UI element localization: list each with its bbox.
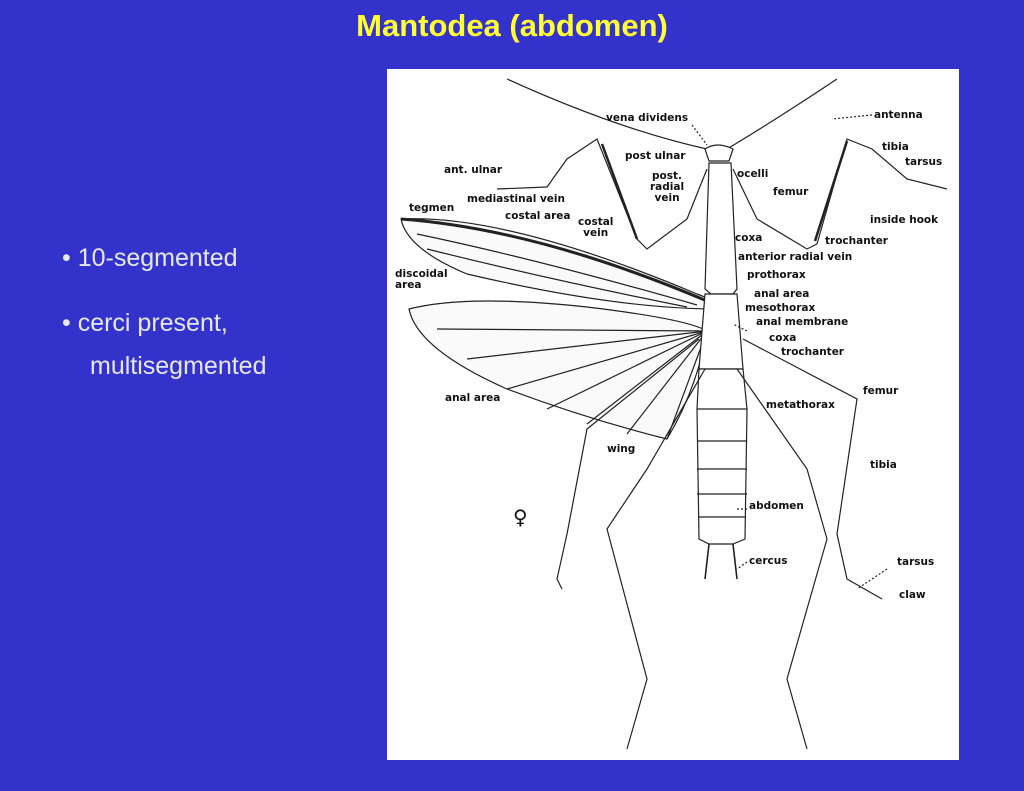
label-post-radial-vein: post. radial vein	[650, 170, 685, 204]
label-tibia-right: tibia	[870, 459, 897, 471]
hindleg-left	[606, 368, 706, 750]
label-trochanter-top: trochanter	[825, 235, 888, 247]
label-metathorax: metathorax	[766, 399, 835, 411]
label-trochanter-mid: trochanter	[781, 346, 844, 358]
leader-tarsus	[856, 568, 888, 590]
wing-ray-7	[436, 328, 708, 332]
midleg-left	[556, 338, 700, 590]
hindleg-right	[736, 368, 828, 750]
leader-vena-dividens	[691, 124, 708, 146]
bullet-multisegmented: multisegmented	[90, 352, 267, 380]
label-costal-area: costal area	[505, 210, 571, 222]
cercus-left	[704, 543, 710, 580]
label-tarsus-bottom: tarsus	[897, 556, 935, 568]
leader-cercus	[736, 561, 748, 570]
wing-ray-6	[466, 330, 708, 360]
label-mesothorax: mesothorax	[745, 302, 816, 314]
label-femur-right: femur	[863, 385, 899, 397]
label-post-ulnar: post ulnar	[625, 150, 686, 162]
costal-margin	[400, 217, 708, 303]
hind-wing-shape	[408, 300, 708, 440]
label-costal-vein: costal vein	[578, 216, 614, 239]
label-ocelli: ocelli	[737, 168, 769, 180]
label-cercus: cercus	[749, 555, 788, 567]
label-inside-hook: inside hook	[870, 214, 939, 226]
label-tarsus-top: tarsus	[905, 156, 943, 168]
prothorax-shape	[704, 162, 738, 295]
wing-ray-4	[626, 330, 708, 435]
label-claw: claw	[899, 589, 926, 601]
head	[704, 144, 734, 162]
antenna-left	[506, 78, 708, 150]
wing-ray-2	[546, 330, 708, 410]
midleg-right	[742, 338, 883, 600]
thorax-shape	[698, 293, 744, 370]
antenna-right	[726, 78, 838, 150]
label-discoidal-area: discoidal area	[395, 268, 448, 291]
label-prothorax: prothorax	[747, 269, 806, 281]
label-coxa-mid: coxa	[769, 332, 797, 344]
label-mediastinal-vein: mediastinal vein	[467, 193, 565, 205]
foreleg-left-femur	[600, 143, 639, 240]
leader-anal-area	[732, 323, 748, 332]
label-vena-dividens: vena dividens	[606, 112, 689, 124]
mantis-drawing	[400, 78, 948, 750]
label-antenna: antenna	[874, 109, 923, 121]
leader-antenna	[831, 114, 873, 120]
cercus-right	[732, 543, 738, 580]
tegmen-vein-2	[426, 248, 688, 308]
label-femur-top: femur	[773, 186, 809, 198]
label-ant-ulnar: ant. ulnar	[444, 164, 503, 176]
foreleg-left	[496, 138, 708, 250]
bullet-cerci-present: • cerci present,	[62, 309, 228, 337]
abdomen-shape	[696, 368, 748, 545]
label-anterior-radial-vein: anterior radial vein	[738, 251, 853, 263]
label-wing: wing	[607, 443, 636, 455]
wing-ray-1	[506, 330, 708, 390]
label-coxa-top: coxa	[735, 232, 763, 244]
label-tegmen: tegmen	[409, 202, 455, 214]
wing-ray-3	[586, 330, 708, 425]
label-tibia-top: tibia	[882, 141, 909, 153]
slide-title: Mantodea (abdomen)	[356, 8, 668, 43]
label-anal-membrane: anal membrane	[756, 316, 849, 328]
tegmen-vein-1	[416, 233, 698, 306]
foreleg-right-femur	[813, 140, 849, 242]
bullet-10-segmented: • 10-segmented	[62, 244, 238, 272]
female-symbol: ♀	[513, 505, 528, 529]
label-abdomen: abdomen	[749, 500, 804, 512]
mantis-anatomy-figure: vena dividens antenna post ulnar tibia t…	[387, 69, 959, 760]
label-anal-area-right: anal area	[754, 288, 810, 300]
label-anal-area-left: anal area	[445, 392, 501, 404]
